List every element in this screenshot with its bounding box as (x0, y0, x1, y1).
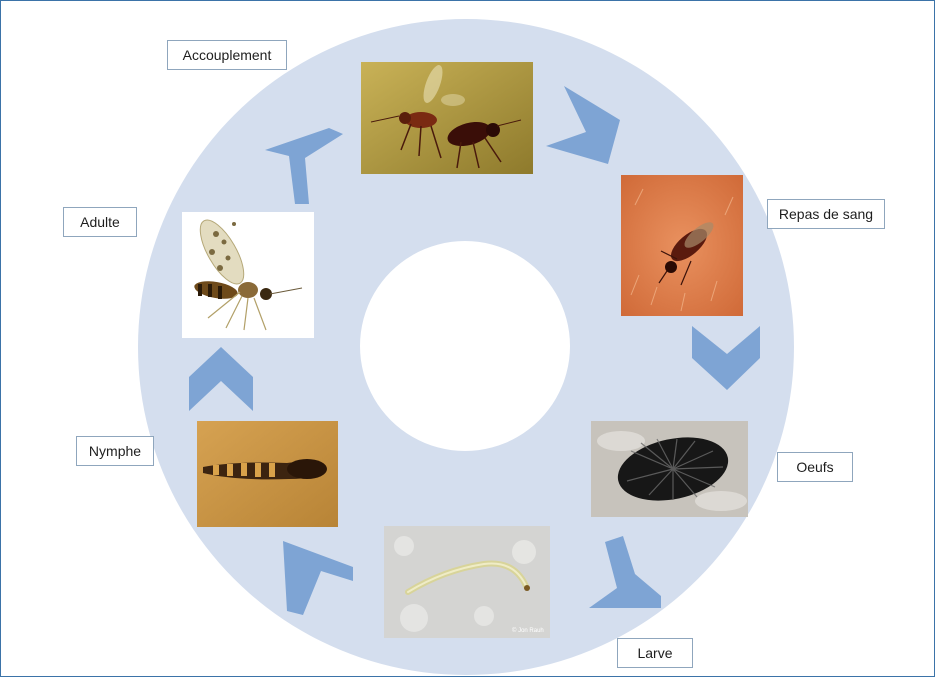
egg-cluster-photo (591, 421, 748, 517)
pupa-photo (197, 421, 338, 527)
label-adulte: Adulte (63, 207, 137, 237)
chevron-arrow-icon (692, 326, 762, 392)
chevron-arrow-icon (544, 86, 624, 166)
chevron-arrow-icon (589, 536, 663, 608)
adult-midge-photo (182, 212, 314, 338)
label-nymphe: Nymphe (76, 436, 154, 466)
label-oeufs: Oeufs (777, 452, 853, 482)
label-larve: Larve (617, 638, 693, 668)
larva-photo: © Jon Rauh (384, 526, 550, 638)
label-repas-de-sang: Repas de sang (767, 199, 885, 229)
blood-feeding-midge-photo (621, 175, 743, 316)
chevron-arrow-icon (283, 541, 355, 615)
mating-midges-photo (361, 62, 533, 174)
chevron-arrow-icon (189, 347, 253, 411)
label-accouplement: Accouplement (167, 40, 287, 70)
chevron-arrow-icon (265, 128, 345, 204)
photo-credit: © Jon Rauh (512, 627, 544, 634)
